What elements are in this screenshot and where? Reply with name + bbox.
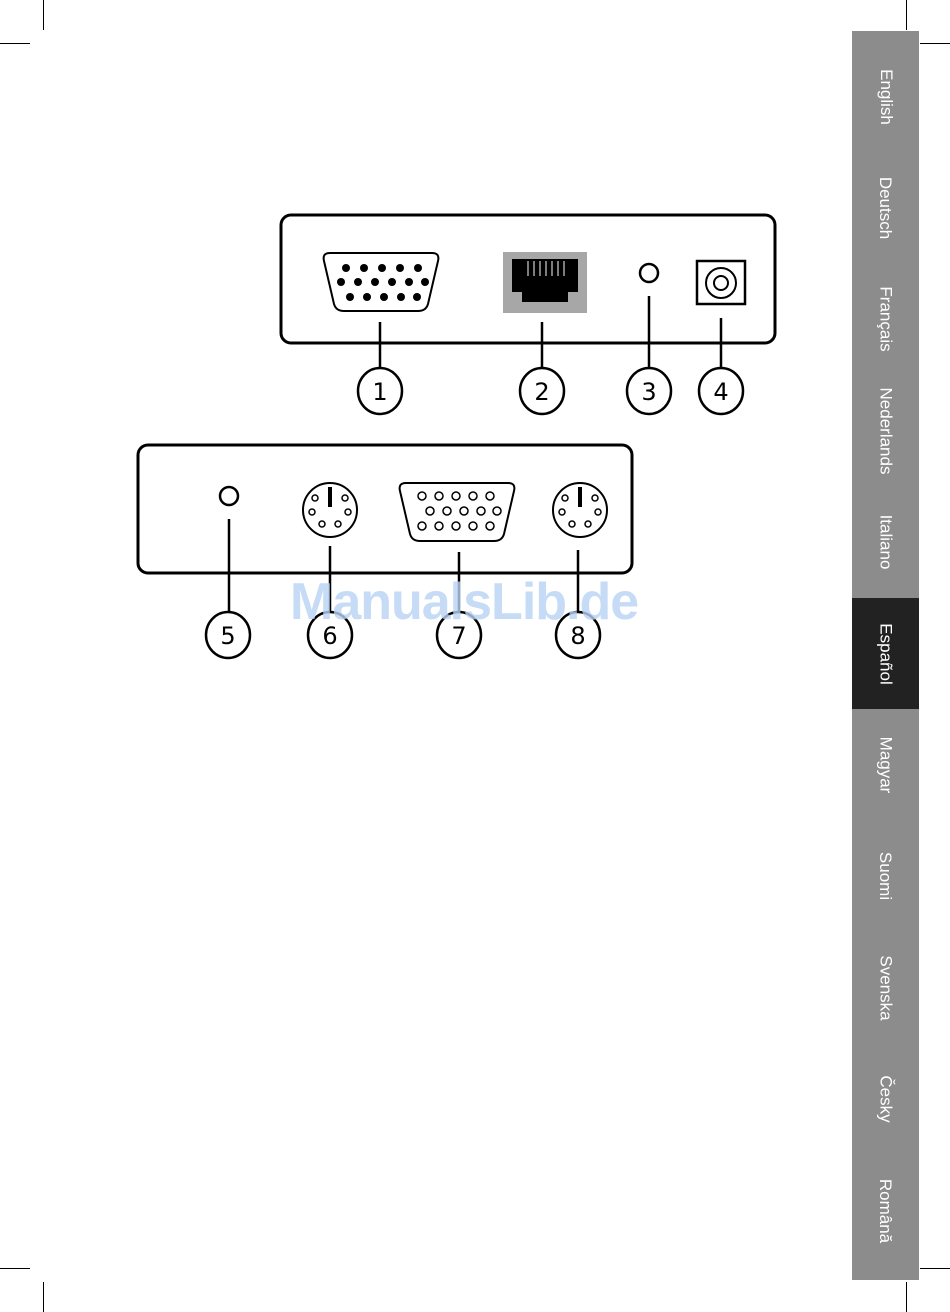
tab-english[interactable]: English <box>852 41 919 152</box>
ethernet-port-icon <box>503 252 587 313</box>
language-sidebar: English Deutsch Français Nederlands Ital… <box>852 31 919 1280</box>
tab-label: Français <box>876 286 896 351</box>
tab-label: Svenska <box>875 955 895 1020</box>
tab-espanol[interactable]: Español <box>852 598 919 709</box>
connector-diagram: 1 2 3 4 <box>0 0 840 700</box>
tab-suomi[interactable]: Suomi <box>852 820 919 931</box>
svg-text:1: 1 <box>372 378 387 406</box>
tab-romana[interactable]: Română <box>852 1155 919 1266</box>
tab-label: Español <box>876 623 896 684</box>
power-jack-icon <box>697 261 745 304</box>
svg-text:6: 6 <box>322 622 337 650</box>
tab-label: Česky <box>875 1075 895 1122</box>
callout-3: 3 <box>627 368 671 414</box>
svg-text:7: 7 <box>451 622 466 650</box>
tab-italiano[interactable]: Italiano <box>852 486 919 597</box>
callout-5: 5 <box>206 612 250 658</box>
svg-text:3: 3 <box>641 378 656 406</box>
crop-mark <box>920 43 950 44</box>
callout-2: 2 <box>520 368 564 414</box>
svg-text:5: 5 <box>220 622 235 650</box>
tab-label: Nederlands <box>876 387 896 474</box>
tab-label: Română <box>875 1178 895 1242</box>
tab-cesky[interactable]: Česky <box>852 1043 919 1154</box>
tab-label: Suomi <box>876 851 896 899</box>
tab-label: Deutsch <box>876 176 896 238</box>
tab-label: English <box>875 69 895 125</box>
svg-text:4: 4 <box>713 378 728 406</box>
tab-magyar[interactable]: Magyar <box>852 709 919 820</box>
vga-port-icon <box>324 253 439 311</box>
crop-mark <box>920 1268 950 1269</box>
crop-mark <box>906 1282 907 1312</box>
crop-mark <box>906 0 907 30</box>
vga-port-icon <box>400 483 515 541</box>
callout-7: 7 <box>437 612 481 658</box>
crop-mark <box>0 1268 30 1269</box>
callout-4: 4 <box>699 368 743 414</box>
tab-label: Italiano <box>875 514 895 569</box>
callout-6: 6 <box>308 612 352 658</box>
tab-svenska[interactable]: Svenska <box>852 932 919 1043</box>
tab-label: Magyar <box>876 736 896 793</box>
callout-1: 1 <box>358 368 402 414</box>
tab-nederlands[interactable]: Nederlands <box>852 375 919 486</box>
ps2-port-icon <box>303 483 357 537</box>
led-indicator-icon <box>220 487 238 505</box>
tab-francais[interactable]: Français <box>852 263 919 374</box>
crop-mark <box>43 1282 44 1312</box>
svg-text:8: 8 <box>570 622 585 650</box>
device-panel-bottom <box>138 445 632 573</box>
svg-text:2: 2 <box>534 378 549 406</box>
callout-8: 8 <box>556 612 600 658</box>
tab-deutsch[interactable]: Deutsch <box>852 152 919 263</box>
led-indicator-icon <box>640 264 658 282</box>
ps2-port-icon <box>553 483 607 537</box>
